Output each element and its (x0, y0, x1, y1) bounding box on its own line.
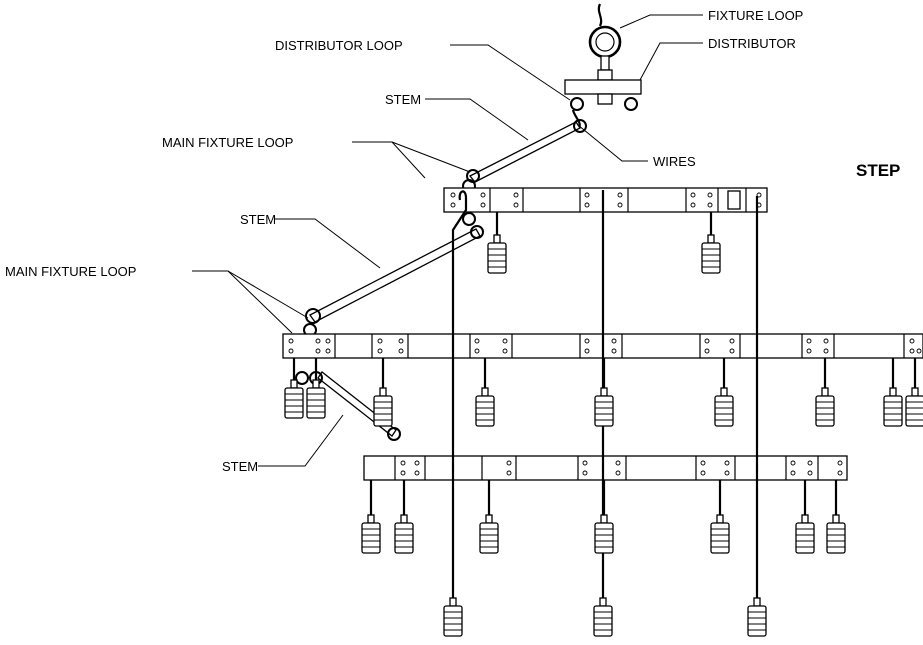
pendant-socket (306, 358, 326, 419)
stem-label-middle: STEM (240, 212, 276, 227)
distributor-loop-label: DISTRIBUTOR LOOP (275, 38, 403, 53)
pendant-socket (284, 358, 304, 419)
pendant-socket (594, 358, 614, 427)
pendant-socket (487, 212, 507, 274)
pendant-sockets (284, 212, 923, 637)
tier-bar-bottom (363, 455, 848, 481)
pendant-socket (826, 480, 846, 554)
leader-lines (192, 14, 703, 467)
wires-label: WIRES (653, 154, 696, 169)
pendant-socket (394, 480, 414, 554)
pendant-socket (593, 592, 613, 637)
distributor-label: DISTRIBUTOR (708, 36, 796, 51)
pendant-socket (701, 212, 721, 274)
pendant-socket (905, 358, 923, 427)
step-heading: STEP (856, 161, 900, 180)
tier-bar-top (443, 187, 768, 213)
pendant-socket (443, 592, 463, 637)
pendant-socket (883, 358, 903, 427)
main-fixture-loop-label-middle: MAIN FIXTURE LOOP (5, 264, 136, 279)
pendant-socket (747, 592, 767, 637)
pendant-socket (361, 480, 381, 554)
fixture-loop-label: FIXTURE LOOP (708, 8, 803, 23)
stem-label-top: STEM (385, 92, 421, 107)
pendant-socket (594, 480, 614, 554)
pendant-socket (815, 358, 835, 427)
pendant-socket (475, 358, 495, 427)
pendant-socket (373, 358, 393, 427)
pendant-socket (795, 480, 815, 554)
stem-label-bottom: STEM (222, 459, 258, 474)
distributor-canopy (564, 79, 642, 111)
pendant-socket (714, 358, 734, 427)
stems (295, 109, 587, 441)
pendant-socket (710, 480, 730, 554)
fixture-loop (588, 3, 622, 81)
pendant-socket (479, 480, 499, 554)
main-fixture-loop-label-top: MAIN FIXTURE LOOP (162, 135, 293, 150)
